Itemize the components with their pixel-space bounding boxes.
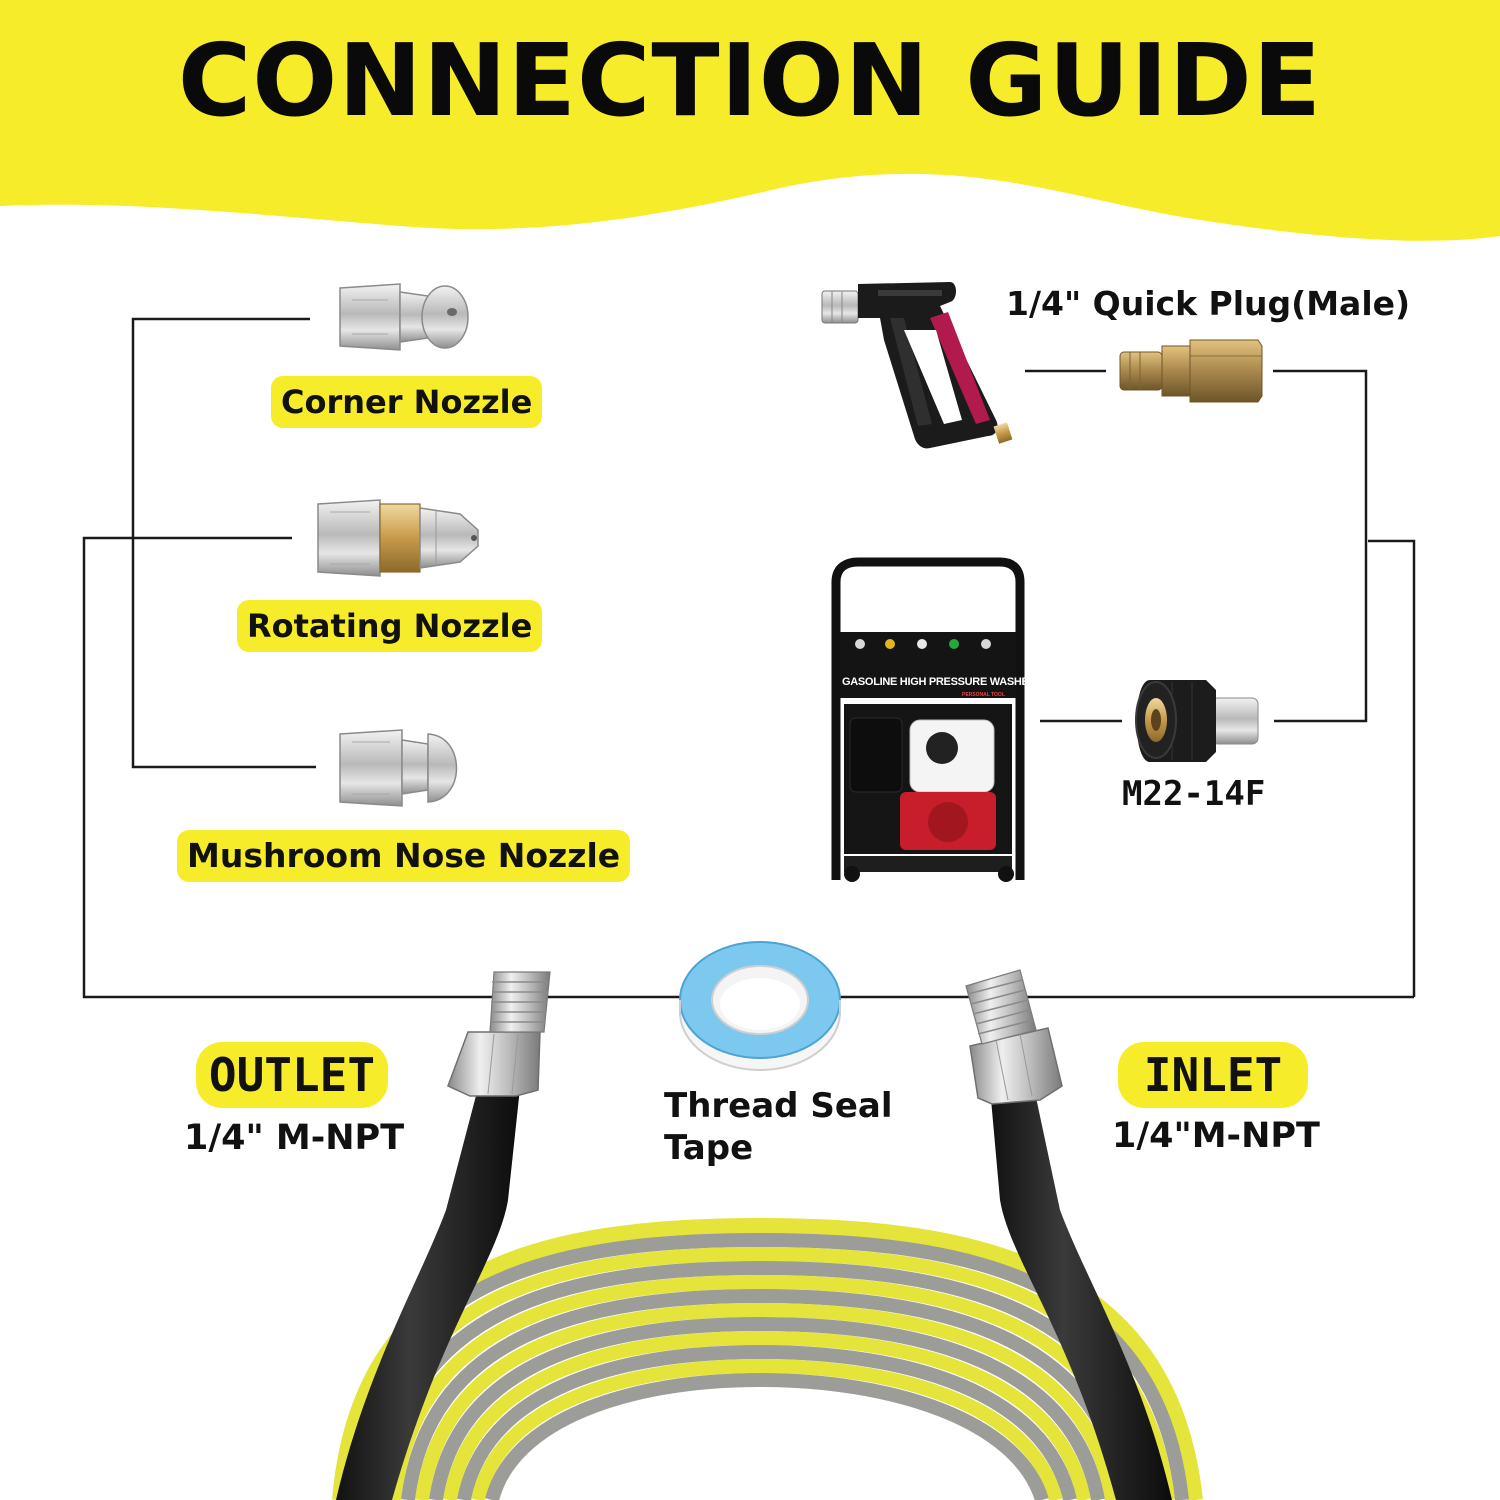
washer-panel-subtitle: PERSONAL TOOL: [962, 692, 1005, 698]
rotating-nozzle-label: Rotating Nozzle: [237, 600, 543, 652]
mushroom-nozzle-label: Mushroom Nose Nozzle: [177, 830, 631, 882]
quick-plug-icon: [1119, 339, 1263, 403]
connector-lines: [82, 317, 1416, 999]
title-banner: [0, 0, 1500, 241]
pressure-washer-icon: [831, 557, 1025, 882]
mushroom-nozzle-icon: [339, 729, 458, 807]
tape-label-line2: Tape: [664, 1128, 754, 1168]
thread-seal-tape-icon: [679, 941, 841, 1071]
m22-label: M22-14F: [1122, 774, 1266, 814]
outlet-tag: OUTLET: [196, 1042, 388, 1108]
m22-coupler-icon: [1135, 680, 1259, 762]
quick-plug-label: 1/4" Quick Plug(Male): [1006, 284, 1411, 323]
inlet-spec: 1/4"M-NPT: [1112, 1116, 1320, 1156]
inlet-tag: INLET: [1118, 1042, 1308, 1108]
hose-icon: [332, 969, 1203, 1500]
tape-label-line1: Thread Seal: [664, 1086, 893, 1126]
spray-gun-icon: [821, 282, 1013, 449]
washer-panel-title: GASOLINE HIGH PRESSURE WASHER: [842, 676, 1037, 688]
page-title: CONNECTION GUIDE: [177, 22, 1323, 139]
corner-nozzle-label: Corner Nozzle: [271, 376, 543, 428]
corner-nozzle-icon: [339, 283, 469, 351]
rotating-nozzle-icon: [317, 499, 479, 577]
outlet-spec: 1/4" M-NPT: [184, 1118, 405, 1158]
